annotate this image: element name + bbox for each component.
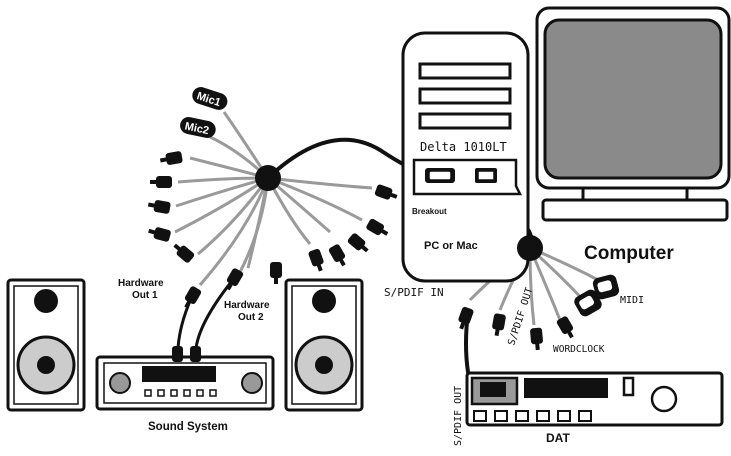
hub2 <box>517 235 543 261</box>
mic2-connector: Mic2 <box>180 117 216 138</box>
drive-bay-1 <box>418 62 512 80</box>
spdif-out-plug <box>492 313 506 337</box>
breakout-label: Breakout <box>412 207 447 216</box>
rca-plugs-left <box>147 151 195 263</box>
hardware-out-1-line2: Out 1 <box>132 290 158 301</box>
monitor: Computer <box>535 6 731 264</box>
spdif-in-label: S/PDIF IN <box>384 286 444 299</box>
dat-device: DAT <box>465 371 724 445</box>
spdif-out-dat-label: S/PDIF OUT <box>453 386 464 446</box>
speaker-left <box>6 278 86 412</box>
wordclock-label: WORDCLOCK <box>553 344 605 355</box>
drive-bay-3 <box>418 112 512 130</box>
sound-system-label: Sound System <box>148 421 228 433</box>
hardware-out-2-line2: Out 2 <box>238 312 264 323</box>
dat-label: DAT <box>546 431 570 445</box>
monitor-screen <box>543 18 723 180</box>
midi-label: MIDI <box>620 295 644 306</box>
rca-plugs-right <box>184 184 398 309</box>
spdif-in-plug <box>458 306 474 330</box>
drive-bay-2 <box>418 87 512 105</box>
hardware-out-1-line1: Hardware <box>118 278 164 289</box>
mic1-connector: Mic1 <box>192 87 228 110</box>
computer-label: Computer <box>584 243 674 264</box>
hardware-out-2-line1: Hardware <box>224 300 270 311</box>
midi-connectors <box>574 274 620 317</box>
pc-or-mac-label: PC or Mac <box>424 240 478 252</box>
breakout-hub <box>255 165 281 191</box>
pc-tower: Delta 1010LT Breakout PC or Mac <box>401 31 530 283</box>
speaker-right <box>284 278 364 412</box>
sound-system: Sound System <box>95 346 275 433</box>
card-label: Delta 1010LT <box>420 140 507 154</box>
monitor-base <box>541 198 729 222</box>
mic2-label: Mic2 <box>184 120 210 137</box>
wordclock-plugs <box>530 316 574 351</box>
